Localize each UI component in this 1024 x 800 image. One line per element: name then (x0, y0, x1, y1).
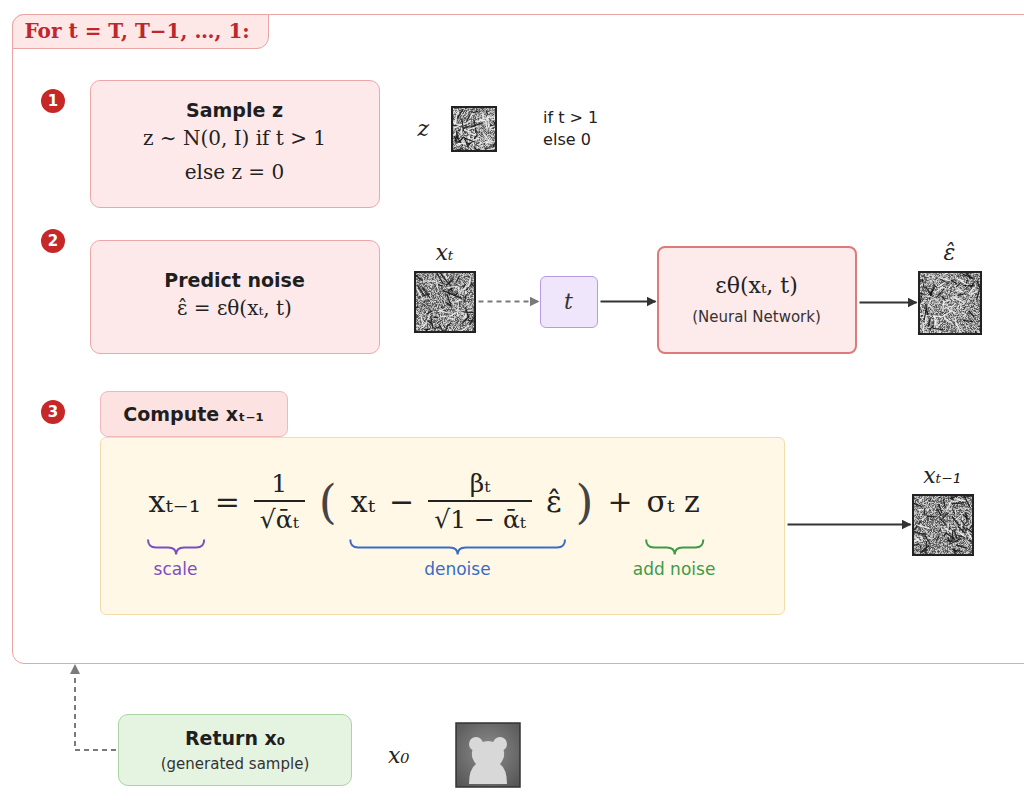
callout-number: 1 (41, 89, 65, 113)
variable-label: x₀ (388, 743, 409, 768)
formula-term: ε̂ (546, 484, 562, 519)
formula-term: √1 − ᾱₜ (428, 502, 532, 534)
variable-label: z (418, 116, 430, 141)
fraction: 1√ᾱₜ (254, 469, 305, 534)
flow-arrow (788, 524, 911, 526)
step-tab: Compute xₜ₋₁ (100, 391, 288, 437)
formula-term: ) (576, 479, 594, 525)
noise-image (912, 494, 974, 556)
formula-term: − (389, 484, 414, 519)
variable-label: xₜ₋₁ (923, 463, 961, 488)
step-formula: z ∼ N(0, I) if t > 1 else z = 0 (132, 121, 337, 189)
formula-term: σₜ z (647, 484, 700, 519)
loop-frame: For t = T, T−1, …, 1: Sample zz ∼ N(0, I)… (12, 14, 1024, 664)
brace-label: denoise (424, 559, 490, 579)
formula: xₜ₋₁ = 1√ᾱₜ ( xₜ−βₜ√1 − ᾱₜ ε̂) + σₜ z (149, 452, 700, 552)
noise-image-node: xₜ₋₁ (912, 494, 974, 556)
formula-term: √ᾱₜ (254, 502, 305, 534)
formula-panel: xₜ₋₁ = 1√ᾱₜ ( xₜ−βₜ√1 − ᾱₜ ε̂) + σₜ z scale denoi… (100, 437, 785, 615)
return-box: Return x₀ (generated sample) (118, 714, 352, 786)
return-caption: (generated sample) (161, 755, 309, 773)
step-heading: Predict noise (164, 269, 305, 291)
output-sample: x₀ (388, 722, 521, 788)
step-heading: Sample z (186, 99, 283, 121)
timestep-box: t (540, 276, 598, 328)
condition-note: if t > 1 else 0 (543, 107, 618, 150)
underbrace (350, 539, 565, 554)
network-caption: (Neural Network) (692, 308, 821, 326)
noise-image-node: xₜ (414, 271, 476, 333)
noise-image (451, 106, 497, 152)
brace-label: scale (154, 559, 198, 579)
title-tab: For t = T, T−1, …, 1: (12, 14, 269, 49)
formula-term: xₜ₋₁ (149, 484, 201, 519)
timestep-label: t (564, 289, 573, 314)
formula-term: + (607, 484, 632, 519)
noise-image (414, 271, 476, 333)
generated-image (455, 722, 521, 788)
underbrace (646, 539, 703, 554)
network-formula: εθ(xₜ, t) (715, 273, 797, 298)
formula-term: ( (319, 479, 337, 525)
formula-term: = (215, 484, 240, 519)
callout-number: 2 (41, 229, 65, 253)
step-formula: ε̂ = εθ(xₜ, t) (177, 291, 292, 325)
variable-label: ε̂ (944, 240, 956, 265)
noise-sample: z if t > 1 else 0 (418, 106, 619, 152)
return-heading: Return x₀ (185, 727, 285, 749)
underbrace (148, 539, 204, 554)
network-box: εθ(xₜ, t) (Neural Network) (657, 246, 857, 354)
noise-image-node: ε̂ (918, 271, 982, 335)
fraction: βₜ√1 − ᾱₜ (428, 469, 532, 534)
brace-label: add noise (633, 559, 716, 579)
dashed-arrow (75, 665, 116, 750)
callout-number: 3 (41, 400, 65, 424)
dashed-arrow (479, 301, 539, 303)
bear-body (469, 741, 507, 784)
step-box: Predict noiseε̂ = εθ(xₜ, t) (90, 240, 380, 354)
variable-label: xₜ (436, 240, 454, 265)
formula-term: 1 (254, 469, 305, 502)
loop-heading: For t = T, T−1, …, 1: (25, 19, 250, 43)
flow-arrow (860, 302, 917, 304)
image-frame (456, 723, 520, 787)
formula-term: βₜ (428, 469, 532, 502)
formula-term: xₜ (351, 484, 375, 519)
noise-image (918, 271, 982, 335)
flow-arrow (601, 301, 656, 303)
step-box: Sample zz ∼ N(0, I) if t > 1 else z = 0 (90, 80, 380, 208)
step-heading: Compute xₜ₋₁ (123, 403, 263, 425)
